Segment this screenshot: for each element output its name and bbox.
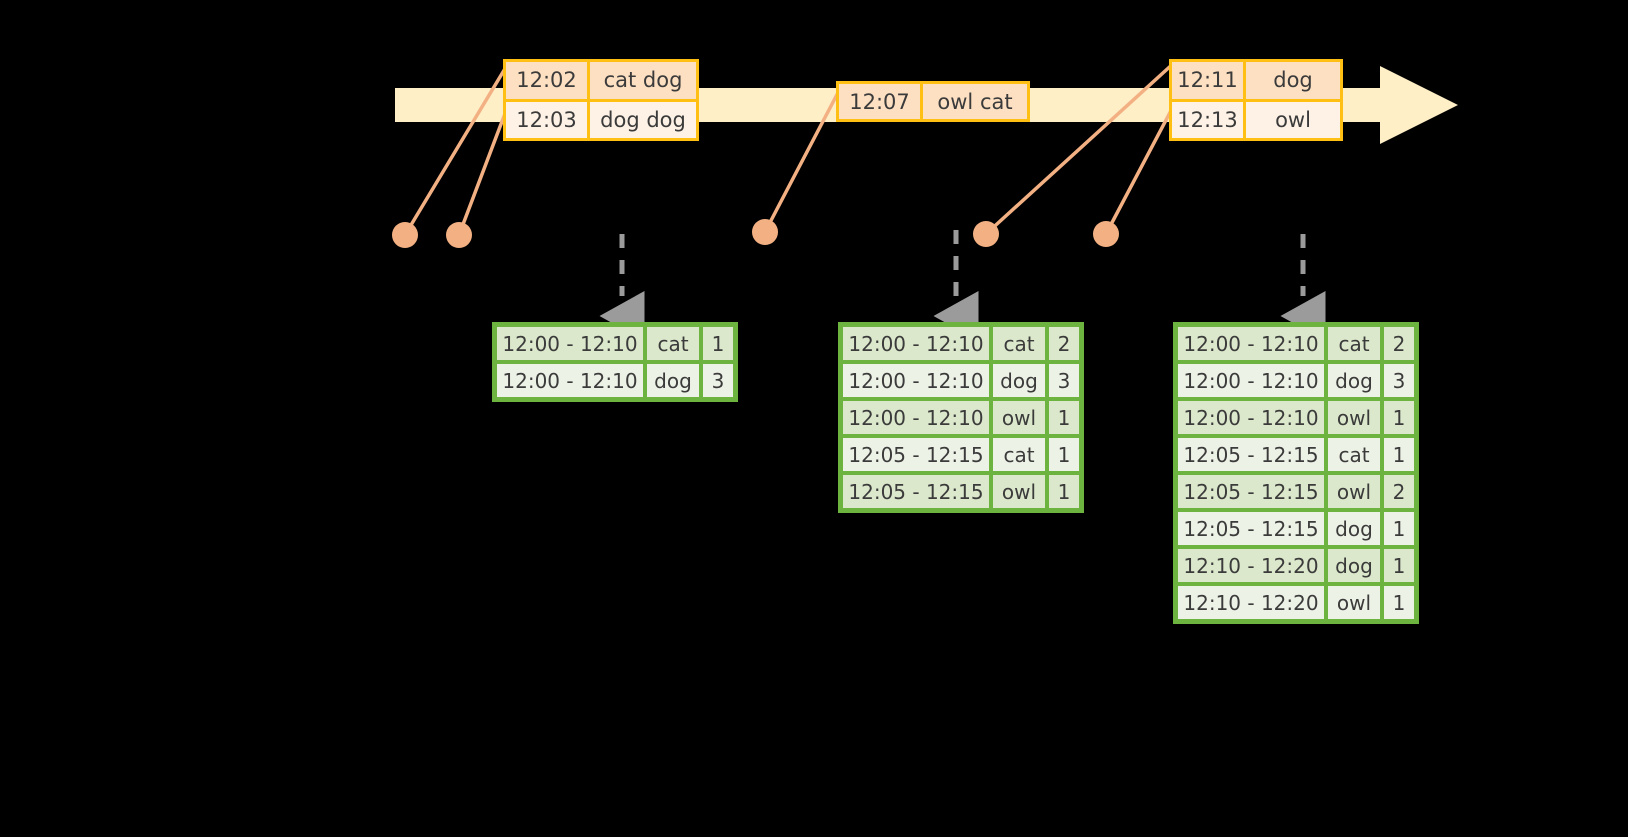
window-key: owl	[1326, 399, 1382, 436]
window-key: owl	[1326, 584, 1382, 621]
window-key: cat	[991, 325, 1047, 362]
window-count: 1	[1382, 510, 1416, 547]
window-range: 12:05 - 12:15	[1176, 436, 1326, 473]
window-count: 3	[701, 362, 735, 399]
window-range: 12:05 - 12:15	[1176, 473, 1326, 510]
window-key: cat	[1326, 436, 1382, 473]
marker-1207-connector	[763, 83, 844, 234]
marker-1213-connector	[1104, 101, 1177, 236]
marker-1202-dot	[392, 222, 418, 248]
event-value: owl	[1246, 101, 1340, 138]
window-range: 12:05 - 12:15	[841, 473, 991, 510]
window-range: 12:00 - 12:10	[1176, 362, 1326, 399]
marker-1203-connector	[457, 101, 511, 237]
window-count: 2	[1382, 473, 1416, 510]
marker-1203-dot	[446, 222, 472, 248]
window-count: 1	[1382, 547, 1416, 584]
window-range: 12:00 - 12:10	[495, 325, 645, 362]
window-key: dog	[645, 362, 701, 399]
window-range: 12:00 - 12:10	[841, 325, 991, 362]
window-key: owl	[1326, 473, 1382, 510]
window-count: 1	[1047, 473, 1081, 510]
event-value: dog dog	[590, 101, 696, 138]
window-count: 1	[701, 325, 735, 362]
window-count: 1	[1382, 399, 1416, 436]
window-range: 12:00 - 12:10	[495, 362, 645, 399]
window-range: 12:10 - 12:20	[1176, 547, 1326, 584]
window-key: cat	[645, 325, 701, 362]
marker-1207-dot	[752, 219, 778, 245]
flow-arrows	[599, 230, 1326, 341]
window-key: cat	[991, 436, 1047, 473]
window-key: owl	[991, 399, 1047, 436]
window-key: dog	[991, 362, 1047, 399]
event-time: 12:07	[839, 84, 923, 119]
marker-1202-connector	[403, 60, 511, 237]
window-count: 1	[1047, 399, 1081, 436]
window-range: 12:00 - 12:10	[1176, 325, 1326, 362]
event-time: 12:03	[506, 101, 590, 138]
window-range: 12:05 - 12:15	[1176, 510, 1326, 547]
window-key: cat	[1326, 325, 1382, 362]
window-count: 1	[1382, 584, 1416, 621]
window-count: 2	[1382, 325, 1416, 362]
window-range: 12:00 - 12:10	[841, 399, 991, 436]
window-range: 12:05 - 12:15	[841, 436, 991, 473]
event-time: 12:11	[1172, 62, 1246, 99]
marker-1211-dot	[973, 221, 999, 247]
window-count: 1	[1382, 436, 1416, 473]
window-range: 12:10 - 12:20	[1176, 584, 1326, 621]
window-count: 3	[1382, 362, 1416, 399]
window-range: 12:00 - 12:10	[1176, 399, 1326, 436]
event-marker-dots	[392, 219, 1119, 248]
event-value: cat dog	[590, 62, 696, 99]
window-key: dog	[1326, 547, 1382, 584]
event-time: 12:02	[506, 62, 590, 99]
window-count: 3	[1047, 362, 1081, 399]
window-count: 2	[1047, 325, 1081, 362]
window-key: dog	[1326, 362, 1382, 399]
event-value: owl cat	[923, 84, 1027, 119]
window-key: dog	[1326, 510, 1382, 547]
marker-1213-dot	[1093, 221, 1119, 247]
event-time: 12:13	[1172, 101, 1246, 138]
window-count: 1	[1047, 436, 1081, 473]
window-key: owl	[991, 473, 1047, 510]
event-value: dog	[1246, 62, 1340, 99]
window-range: 12:00 - 12:10	[841, 362, 991, 399]
